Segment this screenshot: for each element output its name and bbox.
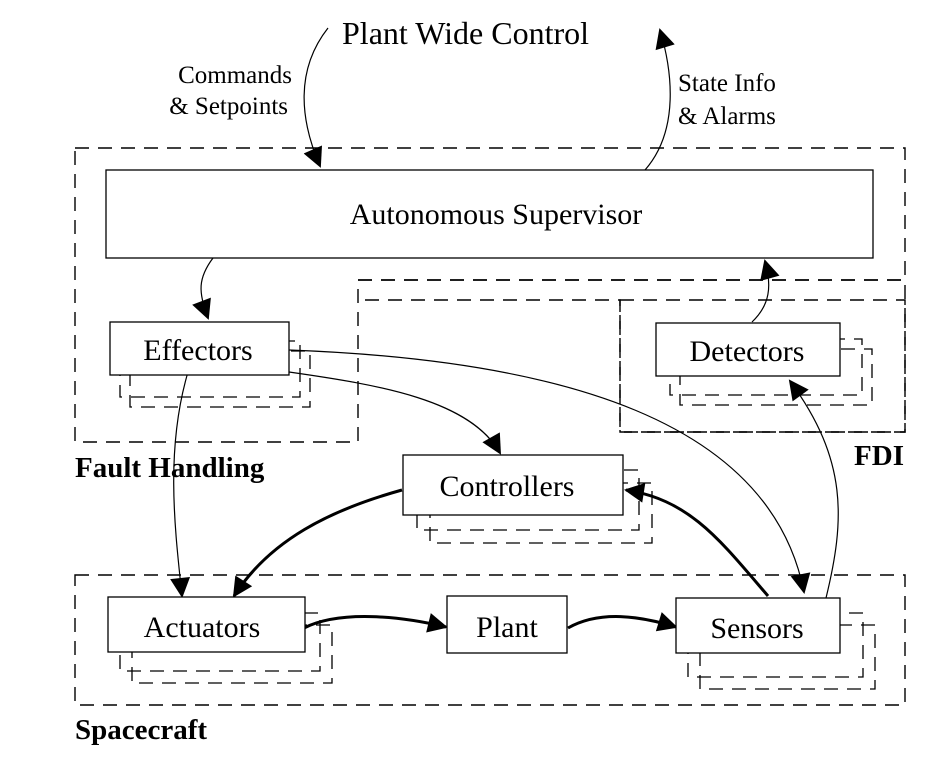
fdi-label: FDI [854, 440, 904, 472]
commands-arrow [303, 27, 329, 168]
supervisor-box: Autonomous Supervisor [105, 169, 874, 259]
detectors-box: Detectors [655, 322, 841, 377]
spacecraft-region [74, 574, 906, 706]
plant-label: Plant [476, 611, 538, 644]
detectors-to-supervisor-arrow [751, 259, 780, 323]
actuators-to-plant-arrow [303, 613, 448, 633]
state-info-label-line1: State Info [678, 70, 776, 97]
supervisor-to-effectors-arrow [192, 257, 214, 320]
actuators-label: Actuators [144, 611, 261, 644]
fdi-inner-region [619, 299, 906, 433]
effectors-label: Effectors [143, 334, 252, 367]
controllers-to-actuators-arrow [232, 488, 403, 598]
labels: Plant Wide Control Commands & Setpoints … [75, 15, 904, 746]
actuators-box: Actuators [107, 596, 306, 653]
effectors-to-sensors-arrow [288, 349, 811, 594]
sensors-label: Sensors [710, 612, 803, 645]
detectors-label: Detectors [690, 335, 805, 368]
sensors-to-controllers-arrow [624, 482, 770, 597]
controllers-label: Controllers [440, 470, 575, 503]
effectors-box: Effectors [109, 321, 290, 376]
effectors-to-controllers-arrow [288, 371, 501, 455]
controllers-box: Controllers [402, 454, 624, 516]
state-info-label-line2: & Alarms [678, 103, 776, 130]
spacecraft-label: Spacecraft [75, 714, 207, 746]
arrows [170, 27, 839, 633]
sensors-to-detectors-arrow [788, 379, 839, 599]
boxes: Autonomous Supervisor Effectors Detector… [105, 169, 874, 654]
fault-handling-label: Fault Handling [75, 452, 265, 484]
regions [74, 147, 906, 706]
state-info-arrow [644, 28, 675, 171]
plant-to-sensors-arrow [567, 612, 678, 632]
plant-box: Plant [446, 595, 568, 654]
sensors-box: Sensors [675, 597, 841, 654]
commands-label-line2: & Setpoints [169, 93, 288, 120]
supervisor-label: Autonomous Supervisor [350, 198, 643, 231]
commands-label-line1: Commands [178, 62, 292, 89]
effectors-to-actuators-arrow [170, 371, 191, 598]
diagram-title: Plant Wide Control [342, 15, 589, 51]
